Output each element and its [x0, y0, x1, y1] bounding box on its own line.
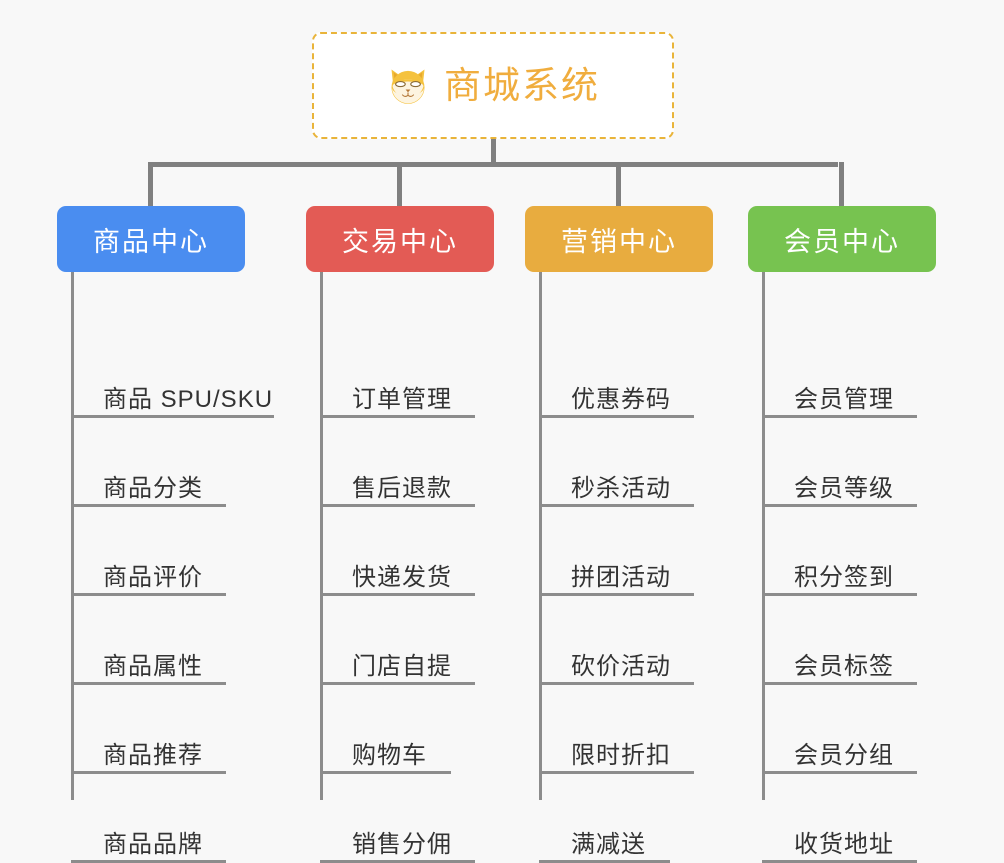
leaf-underline [762, 771, 917, 774]
leaf-label: 满减送 [571, 831, 646, 858]
leaf-underline [539, 682, 694, 685]
leaf-label: 商品属性 [103, 653, 203, 680]
leaf-underline [320, 504, 475, 507]
leaf-label: 购物车 [352, 742, 427, 769]
connector-horizontal-bus [150, 162, 838, 167]
leaf-underline [71, 415, 274, 418]
leaf-label: 秒杀活动 [571, 475, 671, 502]
leaf-label: 会员分组 [794, 742, 894, 769]
leaf-underline [71, 593, 226, 596]
leaf-underline [71, 682, 226, 685]
branch-header-2[interactable]: 交易中心 [306, 206, 494, 272]
branch-header-3[interactable]: 营销中心 [525, 206, 713, 272]
branch-column-2: 交易中心订单管理售后退款快递发货门店自提购物车销售分佣 [306, 206, 494, 863]
leaf-label: 销售分佣 [352, 831, 452, 858]
leaf-label: 拼团活动 [571, 564, 671, 591]
leaf-label: 商品分类 [103, 475, 203, 502]
connector-drop-1 [148, 162, 153, 206]
leaf-label: 商品推荐 [103, 742, 203, 769]
leaf-underline [762, 504, 917, 507]
leaf-underline [320, 415, 475, 418]
leaf-label: 收货地址 [794, 831, 894, 858]
leaf-underline [539, 504, 694, 507]
branch-column-1: 商品中心商品 SPU/SKU 商品分类商品评价商品属性商品推荐商品品牌 [57, 206, 274, 863]
shiba-dog-icon [391, 69, 425, 104]
leaf-label: 商品 SPU/SKU [103, 386, 274, 413]
branch-column-3: 营销中心优惠券码秒杀活动拼团活动砍价活动限时折扣满减送 [525, 206, 713, 863]
branch-trunk-2 [320, 272, 323, 800]
root-title: 商城系统 [444, 65, 600, 106]
leaf-label: 砍价活动 [571, 653, 671, 680]
connector-drop-2 [397, 162, 402, 206]
connector-root-stem [491, 139, 496, 166]
leaf-label: 会员标签 [794, 653, 894, 680]
leaf-label: 会员管理 [794, 386, 894, 413]
leaf-label: 门店自提 [352, 653, 452, 680]
leaf-label: 售后退款 [352, 475, 452, 502]
branch-header-4[interactable]: 会员中心 [748, 206, 936, 272]
leaf-underline [762, 415, 917, 418]
leaf-label: 限时折扣 [571, 742, 671, 769]
leaf-underline [71, 771, 226, 774]
leaf-underline [320, 771, 451, 774]
leaf-underline [320, 593, 475, 596]
leaf-underline [539, 415, 694, 418]
branch-trunk-1 [71, 272, 74, 800]
branch-header-1[interactable]: 商品中心 [57, 206, 245, 272]
connector-drop-3 [616, 162, 621, 206]
branch-trunk-4 [762, 272, 765, 800]
leaf-underline [539, 593, 694, 596]
connector-drop-4 [839, 162, 844, 206]
leaf-label: 优惠券码 [571, 386, 671, 413]
leaf-underline [71, 504, 226, 507]
leaf-label: 订单管理 [352, 386, 452, 413]
root-node[interactable]: 商城系统 [312, 32, 674, 139]
leaf-label: 快递发货 [352, 564, 452, 591]
leaf-underline [320, 682, 475, 685]
leaf-label: 积分签到 [794, 564, 894, 591]
branch-column-4: 会员中心会员管理会员等级积分签到会员标签会员分组收货地址 [748, 206, 936, 863]
mindmap-canvas: 商城系统 商品中心商品 SPU/SKU 商品分类商品评价商品属性商品推荐商品品牌 交… [57, 32, 936, 863]
leaf-underline [539, 771, 694, 774]
leaf-label: 会员等级 [794, 475, 894, 502]
leaf-label: 商品品牌 [103, 831, 203, 858]
leaf-underline [762, 682, 917, 685]
branch-trunk-3 [539, 272, 542, 800]
leaf-label: 商品评价 [103, 564, 203, 591]
leaf-underline [762, 593, 917, 596]
